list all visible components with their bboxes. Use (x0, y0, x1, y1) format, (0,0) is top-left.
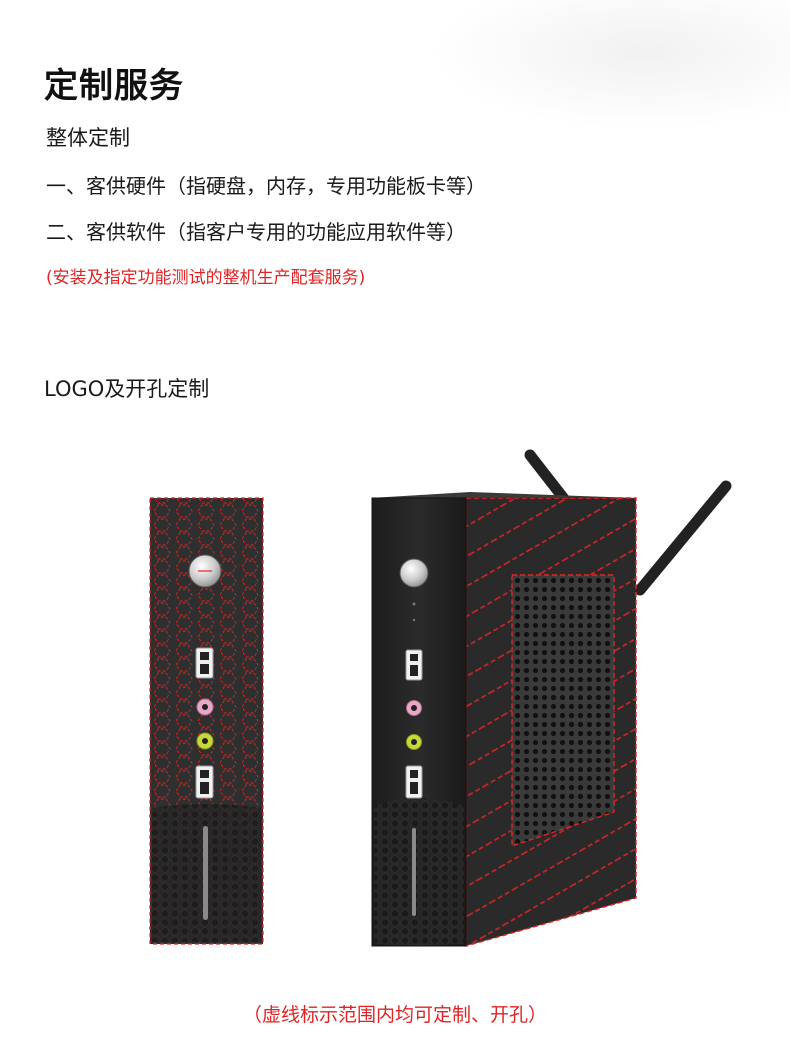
header-background-fade (430, 0, 790, 130)
light-bar (412, 828, 416, 916)
indicator-led (412, 618, 416, 622)
footer-note: （虚线标示范围内均可定制、开孔） (242, 1004, 547, 1026)
usb-port-icon (195, 647, 214, 679)
logo-section-title: LOGO及开孔定制 (44, 377, 210, 401)
indicator-led (412, 602, 416, 606)
front-panel-view (149, 497, 264, 945)
audio-jack-pink-icon (196, 698, 214, 716)
usb-port-icon (195, 765, 214, 799)
power-button-icon (188, 554, 222, 588)
page-title: 定制服务 (44, 66, 184, 106)
audio-jack-pink-icon (406, 700, 422, 716)
audio-jack-green-icon (406, 734, 422, 750)
hardware-item: 一、客供硬件（指硬盘，内存，专用功能板卡等） (46, 174, 486, 198)
audio-jack-green-icon (196, 732, 214, 750)
usb-port-icon (405, 765, 423, 799)
section-subtitle: 整体定制 (46, 126, 130, 150)
software-item: 二、客供软件（指客户专用的功能应用软件等） (46, 220, 466, 244)
usb-port-icon (405, 649, 423, 681)
service-note: (安装及指定功能测试的整机生产配套服务) (46, 268, 366, 288)
light-bar (203, 826, 208, 920)
case-perspective-view (370, 449, 732, 947)
power-button-icon (399, 558, 429, 588)
